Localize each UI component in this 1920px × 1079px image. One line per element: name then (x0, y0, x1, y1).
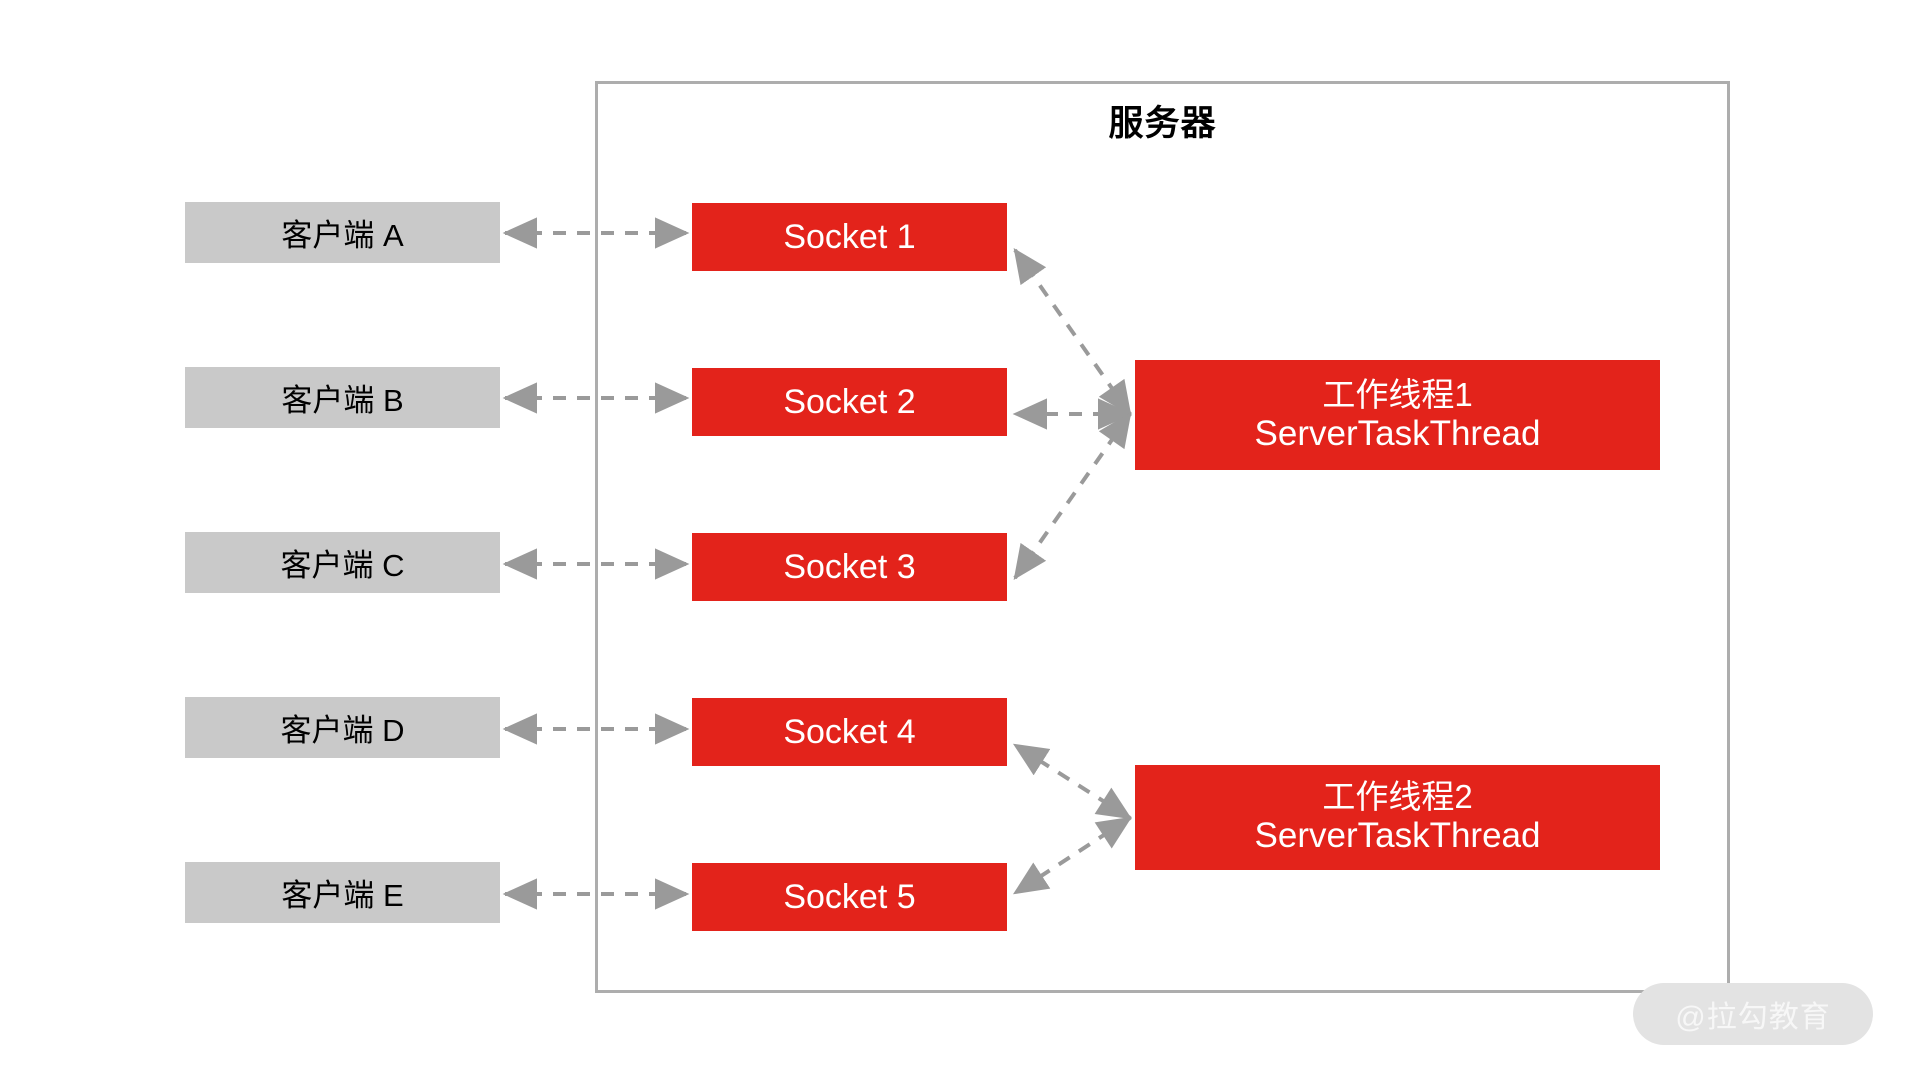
socket-label-4: Socket 4 (783, 712, 916, 751)
worker-thread-box-2[interactable]: 工作线程2 ServerTaskThread (1135, 765, 1660, 870)
worker-thread-2-name: 工作线程2 (1322, 778, 1473, 816)
worker-thread-1-name: 工作线程1 (1322, 375, 1473, 413)
worker-thread-1-class: ServerTaskThread (1254, 413, 1541, 453)
client-box-b[interactable]: 客户端 B (185, 367, 500, 428)
watermark-badge: @拉勾教育 (1633, 983, 1873, 1045)
socket-box-4[interactable]: Socket 4 (692, 698, 1007, 766)
socket-label-2: Socket 2 (783, 382, 916, 421)
socket-box-3[interactable]: Socket 3 (692, 533, 1007, 601)
socket-box-5[interactable]: Socket 5 (692, 863, 1007, 931)
client-label-b: 客户端 B (281, 383, 404, 418)
client-box-c[interactable]: 客户端 C (185, 532, 500, 593)
worker-thread-box-1[interactable]: 工作线程1 ServerTaskThread (1135, 360, 1660, 470)
watermark-text: @拉勾教育 (1675, 1001, 1831, 1034)
client-label-c: 客户端 C (280, 548, 405, 583)
socket-label-3: Socket 3 (783, 547, 916, 586)
socket-box-2[interactable]: Socket 2 (692, 368, 1007, 436)
socket-label-1: Socket 1 (783, 217, 916, 256)
socket-label-5: Socket 5 (783, 877, 916, 916)
client-box-a[interactable]: 客户端 A (185, 202, 500, 263)
worker-thread-2-class: ServerTaskThread (1254, 816, 1541, 856)
server-boundary (595, 81, 1730, 993)
socket-box-1[interactable]: Socket 1 (692, 203, 1007, 271)
client-label-a: 客户端 A (281, 218, 404, 253)
client-box-d[interactable]: 客户端 D (185, 697, 500, 758)
client-box-e[interactable]: 客户端 E (185, 862, 500, 923)
client-label-d: 客户端 D (280, 713, 405, 748)
server-title: 服务器 (1108, 104, 1217, 143)
client-label-e: 客户端 E (281, 878, 404, 913)
